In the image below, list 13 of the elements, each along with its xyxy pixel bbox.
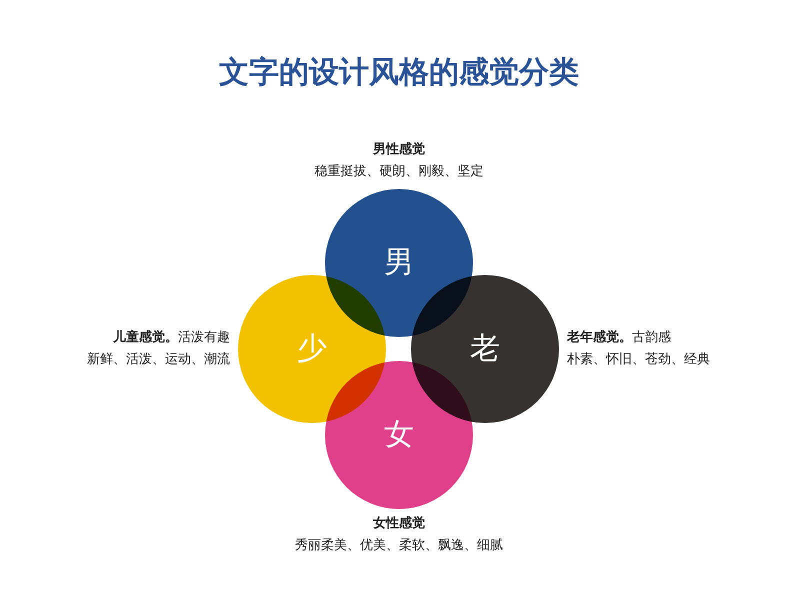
description-text: 朴素、怀旧、苍劲、经典	[567, 351, 710, 369]
category-heading: 女性感觉	[372, 515, 426, 533]
circle-label: 少	[297, 332, 327, 366]
description-text: 稳重挺拔、硬朗、刚毅、坚定	[314, 163, 484, 181]
description-text: 秀丽柔美、优美、柔软、飘逸、细腻	[294, 537, 504, 555]
diagram-title: 文字的设计风格的感觉分类	[218, 54, 580, 92]
circle-label: 女	[384, 418, 414, 452]
category-heading: 儿童感觉。活泼有趣	[112, 328, 230, 347]
circle-label: 老	[470, 332, 500, 366]
category-heading: 男性感觉	[372, 141, 426, 159]
circle-label: 男	[384, 246, 414, 280]
description-text: 新鲜、活泼、运动、潮流	[87, 351, 230, 369]
category-heading: 老年感觉。古韵感	[567, 329, 672, 347]
